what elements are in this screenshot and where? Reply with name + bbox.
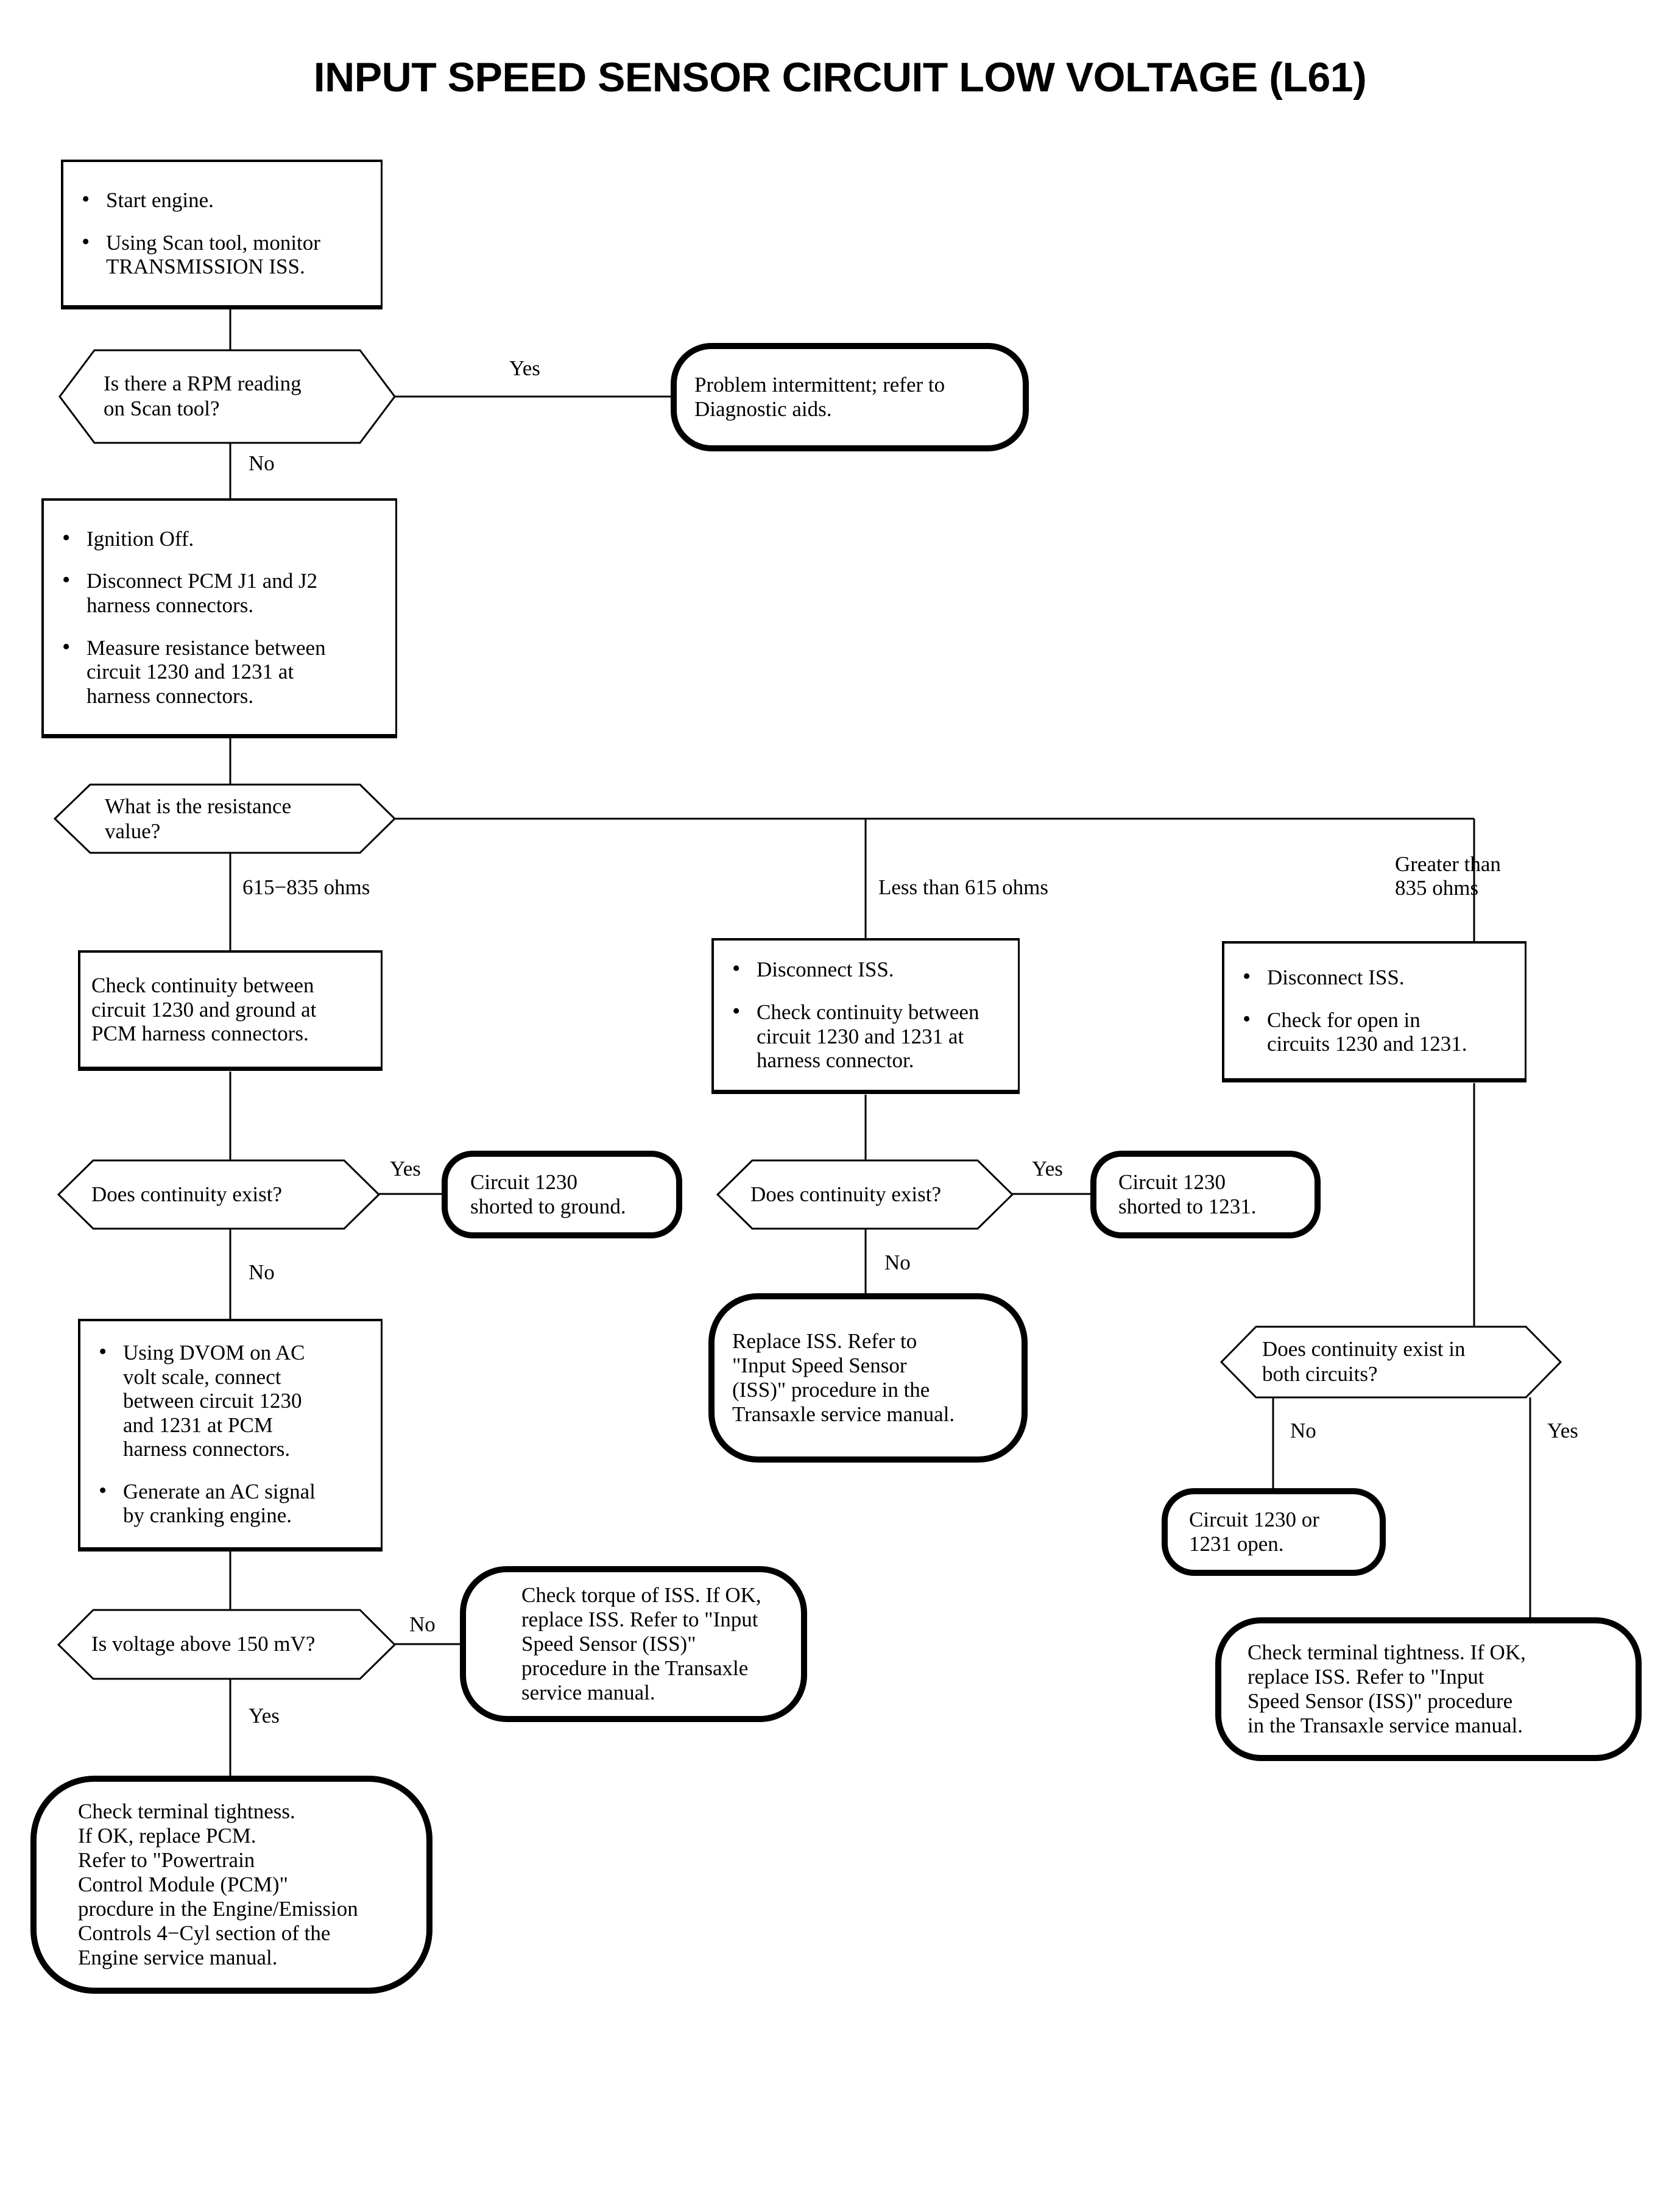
bullet-list-start: Start engine. Using Scan tool, monitor T… — [74, 186, 370, 279]
process-start-engine: Start engine. Using Scan tool, monitor T… — [61, 160, 383, 309]
process-disconnect-iss-right: Disconnect ISS. Check for open in circui… — [1222, 941, 1526, 1082]
edge-label-both-no: No — [1290, 1419, 1316, 1442]
bullet-item: Measure resistance between circuit 1230 … — [55, 634, 384, 708]
decision-shapes — [53, 349, 1562, 1680]
decision-shape-resistance — [53, 783, 397, 854]
process-text: Check continuity between circuit 1230 an… — [91, 973, 317, 1046]
terminator-shape-check-torque — [460, 1566, 807, 1722]
bullet-item: Generate an AC signal by cranking engine… — [91, 1478, 370, 1528]
terminator-shape-check-terminal-pcm — [30, 1776, 432, 1994]
process-ignition-off: Ignition Off. Disconnect PCM J1 and J2 h… — [41, 498, 397, 738]
edge-label-both-yes: Yes — [1547, 1419, 1578, 1442]
bullet-item: Disconnect ISS. — [1235, 964, 1514, 990]
bullet-item: Using Scan tool, monitor TRANSMISSION IS… — [74, 229, 370, 279]
bullet-item: Ignition Off. — [55, 525, 384, 551]
terminator-shape-replace-iss — [708, 1293, 1028, 1463]
decision-shape-voltage — [57, 1609, 397, 1680]
edge-label-continuity-left-no: No — [249, 1260, 275, 1284]
bullet-item: Disconnect PCM J1 and J2 harness connect… — [55, 567, 384, 617]
terminator-shape-problem-intermittent — [671, 343, 1029, 451]
edge-label-continuity-mid-yes: Yes — [1032, 1157, 1063, 1181]
edge-label-continuity-left-yes: Yes — [390, 1157, 421, 1181]
decision-shape-rpm — [58, 349, 396, 444]
bullet-item: Check continuity between circuit 1230 an… — [725, 998, 1007, 1073]
process-check-continuity-ground: Check continuity between circuit 1230 an… — [78, 950, 383, 1071]
decision-shape-continuity-both — [1219, 1326, 1562, 1399]
bullet-item: Using DVOM on AC volt scale, connect bet… — [91, 1339, 370, 1461]
process-dvom-measure: Using DVOM on AC volt scale, connect bet… — [78, 1319, 383, 1552]
decision-shape-continuity-left — [57, 1159, 381, 1230]
bullet-list-dvom: Using DVOM on AC volt scale, connect bet… — [91, 1339, 370, 1528]
terminator-shape-circuit-open — [1162, 1488, 1386, 1576]
edge-label-resistance-greater: Greater than 835 ohms — [1395, 852, 1501, 900]
edge-label-resistance-less: Less than 615 ohms — [878, 875, 1049, 899]
edge-label-resistance-in-range: 615−835 ohms — [242, 875, 370, 899]
bullet-item: Start engine. — [74, 186, 370, 213]
edge-label-rpm-yes: Yes — [509, 356, 540, 380]
edge-label-rpm-no: No — [249, 451, 275, 475]
terminator-shape-shorted-1231 — [1090, 1151, 1321, 1238]
decision-shape-continuity-mid — [716, 1159, 1014, 1230]
page-title: INPUT SPEED SENSOR CIRCUIT LOW VOLTAGE (… — [313, 54, 1367, 101]
process-disconnect-iss-middle: Disconnect ISS. Check continuity between… — [711, 938, 1020, 1094]
terminator-shape-shorted-ground — [442, 1151, 682, 1238]
bullet-item: Disconnect ISS. — [725, 956, 1007, 982]
bullet-list-ignition: Ignition Off. Disconnect PCM J1 and J2 h… — [55, 525, 384, 708]
bullet-list-disconnect-right: Disconnect ISS. Check for open in circui… — [1235, 964, 1514, 1056]
terminator-shapes — [30, 343, 1642, 1994]
edge-label-voltage-no: No — [409, 1612, 436, 1636]
connector-lines — [229, 309, 1531, 1779]
terminator-shape-check-terminal-right — [1215, 1617, 1642, 1761]
bullet-item: Check for open in circuits 1230 and 1231… — [1235, 1006, 1514, 1056]
edge-label-voltage-yes: Yes — [249, 1704, 280, 1728]
bullet-list-disconnect-mid: Disconnect ISS. Check continuity between… — [725, 956, 1007, 1073]
edge-label-continuity-mid-no: No — [884, 1251, 911, 1274]
